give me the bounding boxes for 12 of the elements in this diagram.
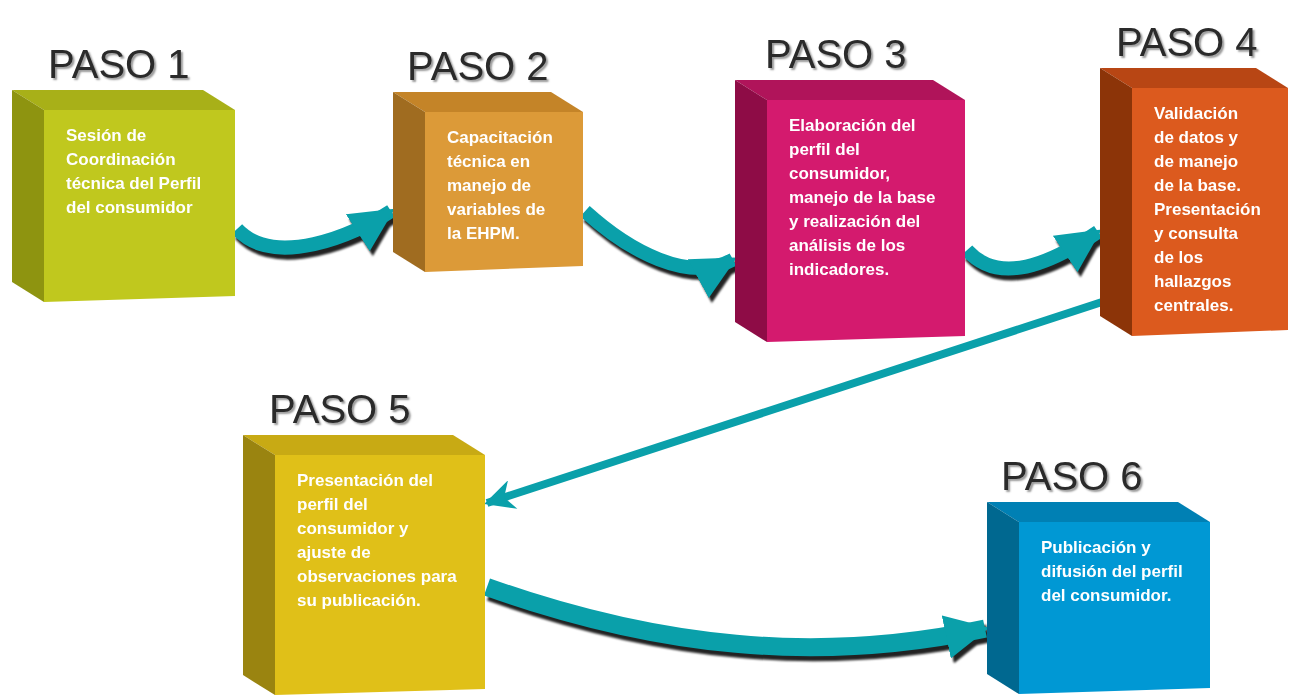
step-description: Sesión de Coordinación técnica del Perfil del consumidor (66, 125, 203, 219)
step-heading: PASO 1 (48, 42, 190, 86)
step-description: Elaboración del perfil del consumidor, manejo de la base y realización del análisis de los indicadores. (789, 115, 937, 281)
step-description: Validación de datos y de manejo de la base. Presentación y consulta de los hallazgos centrales. (1154, 103, 1262, 317)
step-description: Capacitación técnica en manejo de variables de la EHPM. (447, 127, 554, 245)
step-heading: PASO 4 (1116, 20, 1258, 64)
step-heading: PASO 6 (1001, 454, 1143, 498)
step-heading: PASO 3 (765, 32, 907, 76)
step-description: Presentación del perfil del consumidor y ajuste de observaciones para su publicación. (297, 470, 458, 612)
step-heading: PASO 2 (407, 44, 549, 88)
step-heading: PASO 5 (269, 387, 411, 431)
step-description: Publicación y difusión del perfil del consumidor. (1041, 537, 1184, 607)
